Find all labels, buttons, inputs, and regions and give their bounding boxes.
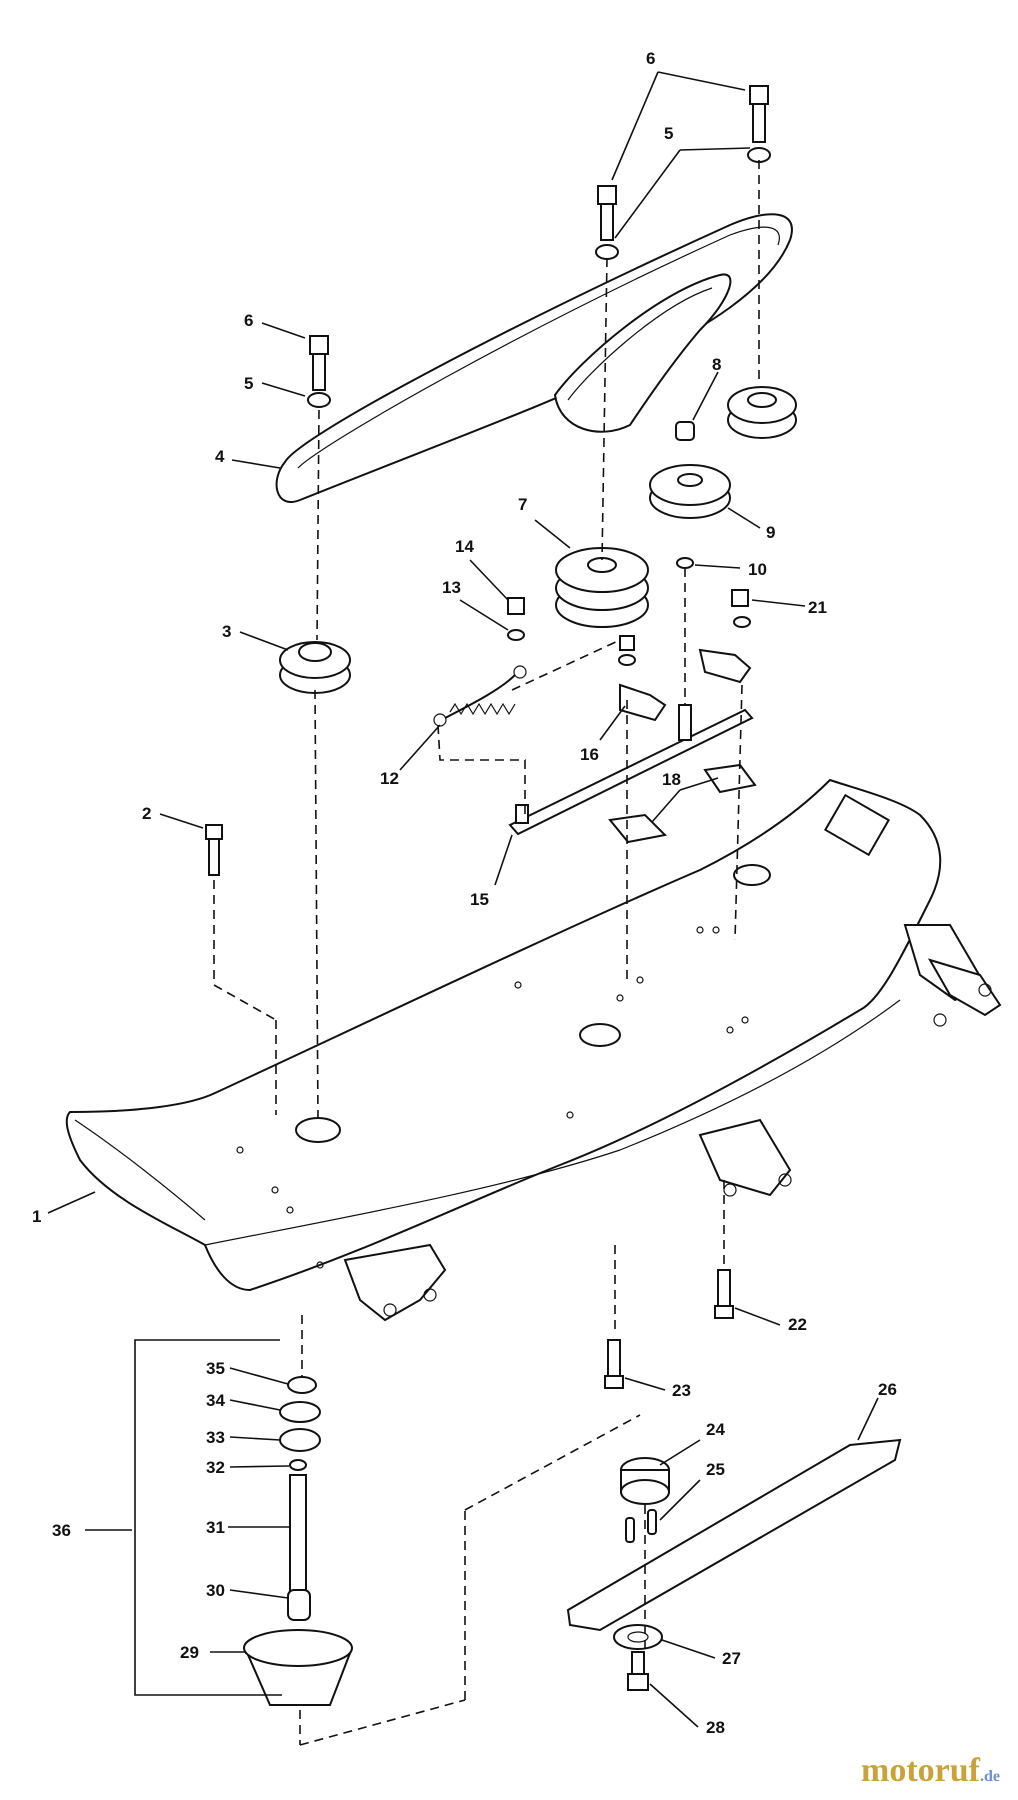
callout-6b: 6	[646, 49, 655, 68]
nut-14	[507, 597, 525, 615]
callout-33: 33	[206, 1428, 225, 1447]
bolt-22	[714, 1269, 734, 1319]
callout-36: 36	[52, 1521, 71, 1540]
callout-3: 3	[222, 622, 231, 641]
callout-1: 1	[32, 1207, 41, 1226]
belt	[275, 213, 793, 503]
deck-housing	[65, 778, 1002, 1322]
bolt-23	[604, 1339, 624, 1389]
blade-adapter-24	[620, 1457, 670, 1505]
spring-12	[433, 665, 527, 727]
blade-26	[566, 1438, 902, 1632]
callout-35: 35	[206, 1359, 225, 1378]
callout-12: 12	[380, 769, 399, 788]
callout-6a: 6	[244, 311, 253, 330]
callout-2: 2	[142, 804, 151, 823]
leader-lines	[47, 71, 879, 1728]
callout-4: 4	[215, 447, 225, 466]
nut-21	[698, 589, 752, 684]
assembly-lines	[213, 160, 760, 1746]
callout-28: 28	[706, 1718, 725, 1737]
stud-bolt	[678, 704, 692, 741]
watermark-name: motoruf	[861, 1752, 980, 1789]
callout-30: 30	[206, 1581, 225, 1600]
pulley-3	[279, 641, 351, 694]
bolt-6-top-left	[595, 185, 619, 260]
pulley-right	[727, 386, 797, 439]
bolt-6-left	[307, 335, 331, 408]
pulley-7	[555, 547, 649, 628]
washer-27	[613, 1624, 663, 1650]
callout-8: 8	[712, 355, 721, 374]
callout-15: 15	[470, 890, 489, 909]
bolt-6-top-right	[747, 85, 771, 163]
callout-31: 31	[206, 1518, 225, 1537]
callout-25: 25	[706, 1460, 725, 1479]
callout-32: 32	[206, 1458, 225, 1477]
callout-5a: 5	[244, 374, 253, 393]
assembly-bracket-36	[134, 1339, 282, 1696]
spindle-assembly	[243, 1376, 354, 1706]
callout-26: 26	[878, 1380, 897, 1399]
callout-29: 29	[180, 1643, 199, 1662]
callout-16: 16	[580, 745, 599, 764]
plates-18	[608, 763, 757, 844]
callout-14: 14	[455, 537, 474, 556]
idler-arm-16	[618, 635, 667, 722]
callout-23: 23	[672, 1381, 691, 1400]
callout-10: 10	[748, 560, 767, 579]
bolt-2	[205, 824, 223, 876]
callout-34: 34	[206, 1391, 225, 1410]
washer-13	[507, 629, 525, 641]
callout-labels: 1 2 3 4 5 5 6 6 7 8 9 10 12 13 14 15 16 …	[32, 49, 897, 1737]
watermark-suffix: .de	[980, 1768, 1000, 1785]
callout-9: 9	[766, 523, 775, 542]
callout-24: 24	[706, 1420, 725, 1439]
callout-5b: 5	[664, 124, 673, 143]
callout-13: 13	[442, 578, 461, 597]
keys-25	[625, 1509, 657, 1543]
callout-18: 18	[662, 770, 681, 789]
callout-7: 7	[518, 495, 527, 514]
pulley-9	[649, 464, 731, 519]
callout-27: 27	[722, 1649, 741, 1668]
washer-10	[676, 557, 694, 569]
bushing-8	[675, 421, 695, 441]
callout-22: 22	[788, 1315, 807, 1334]
watermark-logo: motoruf.de	[861, 1752, 1000, 1790]
callout-21: 21	[808, 598, 827, 617]
bolt-28	[627, 1651, 649, 1691]
